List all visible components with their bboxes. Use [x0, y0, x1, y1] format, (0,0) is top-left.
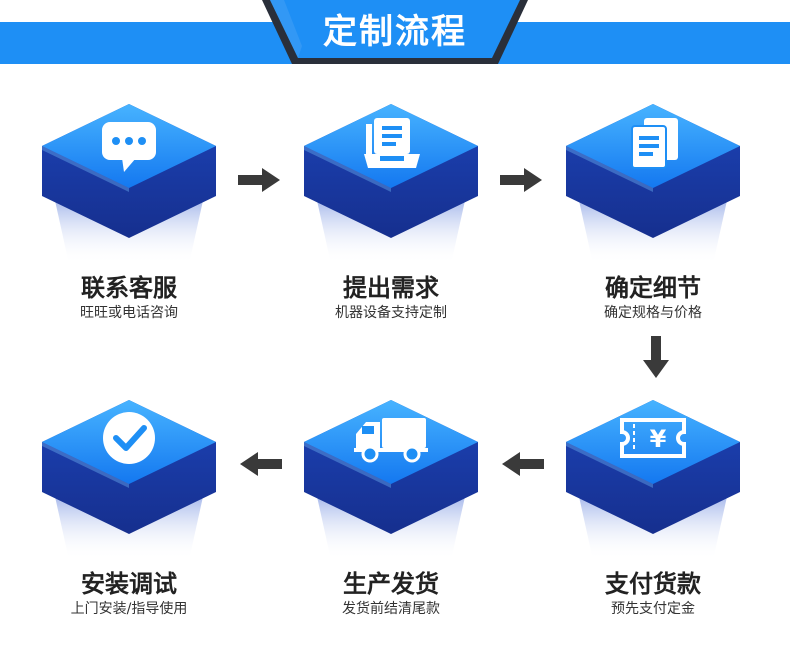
cube-block — [304, 104, 478, 264]
step-make-payment: ¥ 支付货款 预先支付定金 — [548, 392, 758, 642]
step-title: 提出需求 — [343, 274, 439, 302]
arrow-right-icon — [500, 168, 542, 192]
cube-block — [42, 400, 216, 560]
step-submit-requirements: 提出需求 机器设备支持定制 — [286, 96, 496, 346]
step-subtitle: 预先支付定金 — [611, 601, 695, 617]
documents-icon — [631, 118, 678, 169]
step-title: 联系客服 — [81, 274, 177, 302]
step-title: 安装调试 — [81, 570, 177, 598]
step-subtitle: 机器设备支持定制 — [335, 305, 447, 321]
page-title: 定制流程 — [323, 12, 467, 52]
yen-ticket-icon: ¥ — [620, 418, 686, 458]
cube-block: ¥ — [566, 400, 740, 560]
chat-bubble-icon — [102, 122, 156, 172]
step-title: 确定细节 — [605, 274, 701, 302]
step-subtitle: 上门安装/指导使用 — [70, 601, 188, 617]
step-subtitle: 旺旺或电话咨询 — [80, 305, 178, 321]
step-subtitle: 发货前结清尾款 — [342, 601, 440, 617]
cube-block — [42, 104, 216, 264]
arrow-down-icon — [643, 336, 669, 378]
arrow-left-icon — [502, 452, 544, 476]
inbox-document-icon — [364, 118, 420, 168]
arrow-right-icon — [238, 168, 280, 192]
step-production-shipping: 生产发货 发货前结清尾款 — [286, 392, 496, 642]
step-confirm-details: 确定细节 确定规格与价格 — [548, 96, 758, 346]
step-installation: 安装调试 上门安装/指导使用 — [24, 392, 234, 642]
step-subtitle: 确定规格与价格 — [604, 305, 702, 321]
step-title: 支付货款 — [605, 570, 701, 598]
svg-text:¥: ¥ — [650, 425, 667, 453]
title-plate — [262, 0, 528, 64]
delivery-truck-icon — [354, 418, 428, 463]
step-title: 生产发货 — [343, 570, 439, 598]
arrow-left-icon — [240, 452, 282, 476]
cube-block — [304, 400, 478, 560]
check-circle-icon — [103, 412, 155, 464]
step-contact-service: 联系客服 旺旺或电话咨询 — [24, 96, 234, 346]
cube-block — [566, 104, 740, 264]
